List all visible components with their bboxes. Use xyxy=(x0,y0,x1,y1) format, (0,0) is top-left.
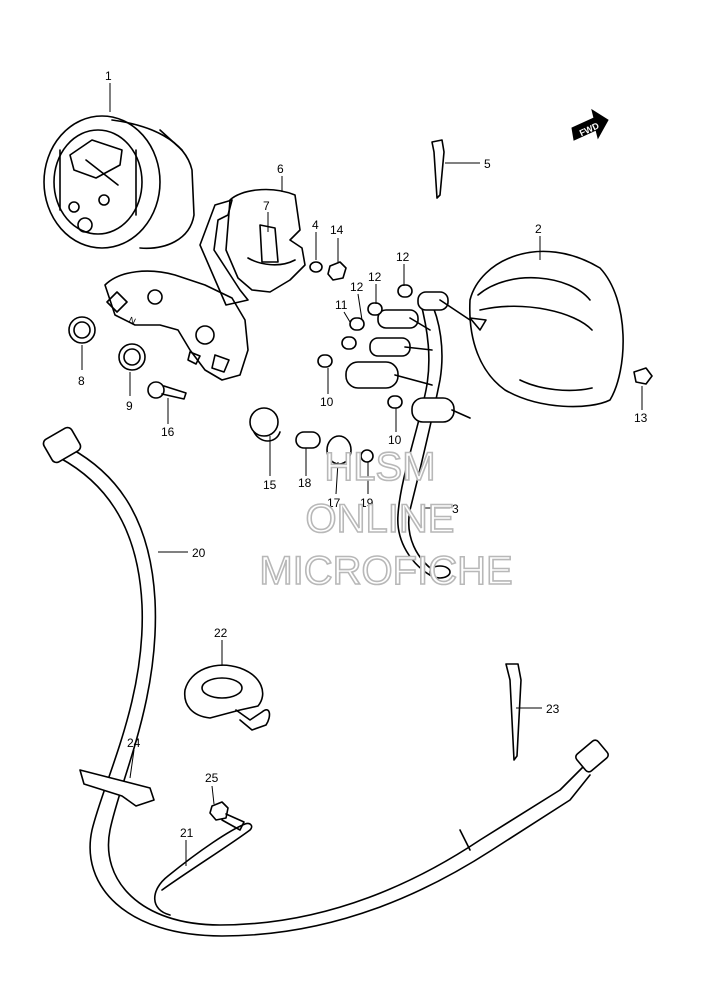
callout-22: 22 xyxy=(214,626,228,640)
callout-19: 19 xyxy=(360,496,374,510)
watermark-line-2: ONLINE xyxy=(306,497,455,541)
callout-24: 24 xyxy=(127,736,141,750)
meter-case-icon xyxy=(469,250,624,408)
callout-3: 3 xyxy=(452,502,459,516)
callout-9: 9 xyxy=(126,399,133,413)
callout-10a: 10 xyxy=(320,395,334,409)
callout-12a: 12 xyxy=(350,280,364,294)
clamp-icon xyxy=(79,769,155,807)
callout-7: 7 xyxy=(263,199,270,213)
bracket-icon xyxy=(225,188,306,293)
callout-23: 23 xyxy=(546,702,560,716)
callouts: 1 2 3 4 5 6 7 8 9 10 10 11 12 12 12 13 1… xyxy=(78,69,648,840)
speedometer-icon: N xyxy=(43,115,249,381)
callout-5: 5 xyxy=(484,157,491,171)
leader-lines xyxy=(81,83,643,866)
callout-11: 11 xyxy=(335,298,348,312)
callout-2: 2 xyxy=(535,222,542,236)
callout-15: 15 xyxy=(263,478,277,492)
watermark-line-3: MICROFICHE xyxy=(259,549,512,593)
callout-14: 14 xyxy=(330,223,344,237)
watermark: HLSM ONLINE MICROFICHE xyxy=(259,444,514,594)
callout-12b: 12 xyxy=(368,270,382,284)
svg-text:N: N xyxy=(127,315,137,327)
wiring-harness-icon xyxy=(345,291,471,579)
callout-20: 20 xyxy=(192,546,206,560)
clamp-icon xyxy=(183,664,271,731)
cable-tie-icon xyxy=(431,139,522,761)
callout-12c: 12 xyxy=(396,250,410,264)
fwd-arrow-icon: FWD xyxy=(571,108,609,141)
callout-8: 8 xyxy=(78,374,85,388)
callout-1: 1 xyxy=(105,69,112,83)
callout-13: 13 xyxy=(634,411,648,425)
callout-4: 4 xyxy=(312,218,319,232)
callout-25: 25 xyxy=(205,771,219,785)
callout-16: 16 xyxy=(161,425,175,439)
callout-10b: 10 xyxy=(388,433,402,447)
bulb-icon xyxy=(317,284,413,409)
callout-18: 18 xyxy=(298,476,312,490)
bolt-icon xyxy=(68,261,653,831)
cable-icon xyxy=(42,426,609,937)
callout-6: 6 xyxy=(277,162,284,176)
callout-17: 17 xyxy=(327,496,341,510)
callout-21: 21 xyxy=(180,826,194,840)
watermark-line-1: HLSM xyxy=(324,445,435,489)
